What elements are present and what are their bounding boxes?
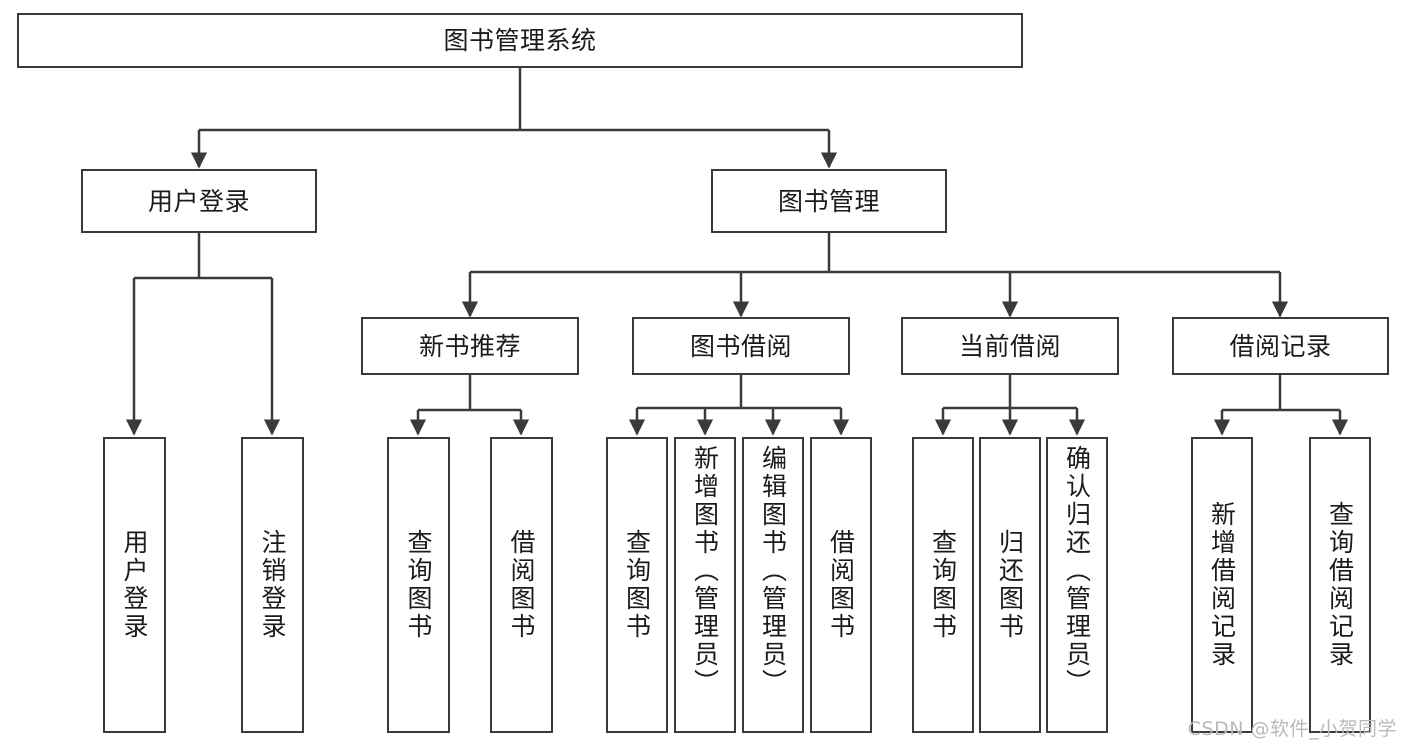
leaf-user-login[interactable]: 用户登录 (103, 437, 166, 733)
node-root-system-label: 图书管理系统 (443, 26, 597, 55)
leaf-add-borrow-record[interactable]: 新增借阅记录 (1191, 437, 1253, 733)
leaf-borrow-book[interactable]: 借阅图书 (810, 437, 872, 733)
leaf-edit-book-admin-label: 编辑图书（管理员） (758, 445, 788, 697)
leaf-confirm-return-admin[interactable]: 确认归还（管理员） (1046, 437, 1108, 733)
leaf-borrow-book-label: 借阅图书 (826, 529, 856, 641)
node-root-system[interactable]: 图书管理系统 (17, 13, 1023, 68)
leaf-add-book-admin-label: 新增图书（管理员） (690, 445, 720, 697)
leaf-new-book-borrow-label: 借阅图书 (507, 529, 536, 641)
leaf-new-book-query[interactable]: 查询图书 (387, 437, 450, 733)
leaf-borrow-query-book-label: 查询图书 (622, 529, 652, 641)
node-user-login-label: 用户登录 (147, 186, 250, 216)
leaf-add-book-admin[interactable]: 新增图书（管理员） (674, 437, 736, 733)
leaf-confirm-return-admin-label: 确认归还（管理员） (1062, 445, 1092, 697)
leaf-user-login-label: 用户登录 (120, 529, 149, 641)
leaf-new-book-query-label: 查询图书 (404, 529, 433, 641)
node-borrow-record-label: 借阅记录 (1229, 331, 1332, 361)
node-current-borrow-label: 当前借阅 (958, 331, 1061, 361)
leaf-current-query-book[interactable]: 查询图书 (912, 437, 974, 733)
leaf-query-borrow-record[interactable]: 查询借阅记录 (1309, 437, 1371, 733)
leaf-new-book-borrow[interactable]: 借阅图书 (490, 437, 553, 733)
node-book-borrow-label: 图书借阅 (689, 331, 792, 361)
leaf-current-query-book-label: 查询图书 (928, 529, 958, 641)
node-book-management[interactable]: 图书管理 (711, 169, 947, 233)
node-book-borrow[interactable]: 图书借阅 (632, 317, 850, 375)
leaf-add-borrow-record-label: 新增借阅记录 (1207, 501, 1237, 669)
node-borrow-record[interactable]: 借阅记录 (1172, 317, 1389, 375)
leaf-query-borrow-record-label: 查询借阅记录 (1325, 501, 1355, 669)
node-current-borrow[interactable]: 当前借阅 (901, 317, 1119, 375)
node-user-login[interactable]: 用户登录 (81, 169, 317, 233)
node-new-book-recommend-label: 新书推荐 (418, 331, 521, 361)
leaf-logout-label: 注销登录 (258, 529, 287, 641)
leaf-borrow-query-book[interactable]: 查询图书 (606, 437, 668, 733)
leaf-return-book-label: 归还图书 (995, 529, 1025, 641)
csdn-watermark: CSDN @软件_小贺同学 (1187, 718, 1397, 740)
leaf-edit-book-admin[interactable]: 编辑图书（管理员） (742, 437, 804, 733)
node-book-management-label: 图书管理 (777, 186, 880, 216)
leaf-return-book[interactable]: 归还图书 (979, 437, 1041, 733)
node-new-book-recommend[interactable]: 新书推荐 (361, 317, 579, 375)
leaf-logout[interactable]: 注销登录 (241, 437, 304, 733)
